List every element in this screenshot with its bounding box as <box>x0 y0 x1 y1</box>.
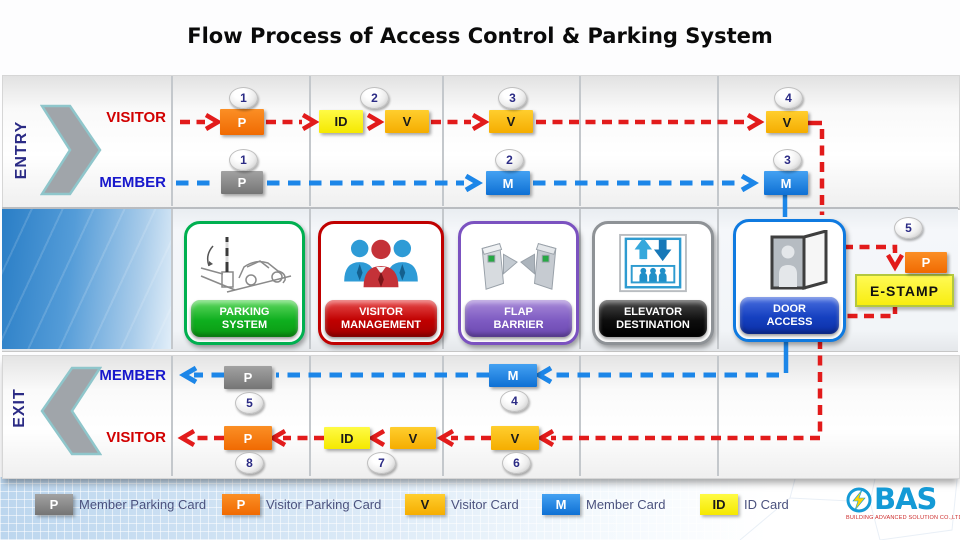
elevator-destination-box: ELEVATOR DESTINATION <box>592 221 714 345</box>
legend-member-card-label: Member Card <box>586 497 666 512</box>
column-divider <box>717 356 719 476</box>
logo-text: BAS <box>874 482 937 516</box>
door-icon <box>740 226 839 298</box>
visitor-management-box: VISITOR MANAGEMENT <box>318 221 444 345</box>
column-divider <box>309 356 311 476</box>
step-marker-5-member: 5 <box>235 392 264 414</box>
elevator-destination-label: ELEVATOR DESTINATION <box>616 305 690 331</box>
step-marker-4-visitor: 4 <box>774 87 803 109</box>
legend-id-card-label: ID Card <box>744 497 789 512</box>
entry-visitor-row-label: VISITOR <box>106 109 166 126</box>
flap-barrier-icon <box>465 228 572 300</box>
entry-member-row-label: MEMBER <box>99 174 166 191</box>
badge-entry-visitor-card-4: V <box>766 111 808 133</box>
parking-system-box: PARKING SYSTEM <box>184 221 305 345</box>
legend-visitor-parking-badge: P <box>222 494 260 515</box>
badge-entry-visitor-card-2: V <box>385 110 429 133</box>
step-marker-8-visitor: 8 <box>235 452 264 474</box>
badge-exit-visitor-card-6: V <box>491 426 539 450</box>
exit-visitor-row-label: VISITOR <box>106 429 166 446</box>
step-marker-6-visitor: 6 <box>502 452 531 474</box>
legend-member-card-badge: M <box>542 494 580 515</box>
legend-visitor-parking-label: Visitor Parking Card <box>266 497 382 512</box>
step-marker-1-member: 1 <box>229 149 258 171</box>
column-divider <box>171 76 173 206</box>
column-divider <box>579 76 581 206</box>
column-divider <box>171 209 173 349</box>
flap-barrier-label: FLAP BARRIER <box>493 305 544 331</box>
step-marker-7-visitor: 7 <box>367 452 396 474</box>
column-divider <box>579 209 581 349</box>
exit-chevron-icon <box>40 366 102 456</box>
parking-system-label: PARKING SYSTEM <box>219 305 270 331</box>
step-marker-3-visitor: 3 <box>498 87 527 109</box>
door-access-label: DOOR ACCESS <box>766 302 813 328</box>
badge-exit-visitor-card-7: V <box>390 427 436 449</box>
exit-member-row-label: MEMBER <box>99 367 166 384</box>
badge-exit-member-card: M <box>489 364 537 387</box>
legend-visitor-card-label: Visitor Card <box>451 497 519 512</box>
badge-entry-id-card: ID <box>319 110 363 133</box>
company-logo: BAS BUILDING ADVANCED SOLUTION CO.,LTD. <box>846 482 960 522</box>
column-divider <box>579 356 581 476</box>
badge-entry-member-card-3: M <box>764 171 808 195</box>
column-divider <box>309 76 311 206</box>
background-grid <box>0 477 960 540</box>
badge-entry-visitor-parking: P <box>220 109 264 135</box>
logo-subtitle: BUILDING ADVANCED SOLUTION CO.,LTD. <box>846 515 960 521</box>
systems-band-left-panel <box>2 209 172 349</box>
step-marker-4-member: 4 <box>500 390 529 412</box>
legend-id-card-badge: ID <box>700 494 738 515</box>
badge-entry-member-card-2: M <box>486 171 530 195</box>
legend-visitor-card-badge: V <box>405 494 445 515</box>
flap-barrier-box: FLAP BARRIER <box>458 221 579 345</box>
badge-entry-member-parking: P <box>221 171 263 194</box>
column-divider <box>442 76 444 206</box>
column-divider <box>717 209 719 349</box>
entry-chevron-icon <box>40 104 102 196</box>
column-divider <box>309 209 311 349</box>
logo-lightning-icon <box>846 487 872 512</box>
badge-estamp-visitor-parking: P <box>905 252 947 273</box>
column-divider <box>442 356 444 476</box>
legend-member-parking-label: Member Parking Card <box>79 497 207 512</box>
step-marker-1-visitor: 1 <box>229 87 258 109</box>
parking-gate-icon <box>191 228 298 300</box>
step-marker-5-estamp: 5 <box>894 217 923 239</box>
step-marker-2-member: 2 <box>495 149 524 171</box>
legend-member-parking-badge: P <box>35 494 73 515</box>
step-marker-3-member: 3 <box>773 149 802 171</box>
column-divider <box>171 356 173 476</box>
badge-exit-member-parking: P <box>224 366 272 389</box>
column-divider <box>717 76 719 206</box>
badge-exit-id-card: ID <box>324 427 370 449</box>
badge-exit-visitor-parking: P <box>224 426 272 450</box>
step-marker-2-visitor: 2 <box>360 87 389 109</box>
door-access-box: DOOR ACCESS <box>733 219 846 342</box>
visitor-management-label: VISITOR MANAGEMENT <box>340 305 422 331</box>
estamp-box: E-STAMP <box>855 274 954 307</box>
visitors-icon <box>325 228 437 300</box>
badge-entry-visitor-card-3: V <box>489 110 533 133</box>
elevator-icon <box>599 228 707 300</box>
page-title: Flow Process of Access Control & Parking… <box>187 24 773 48</box>
